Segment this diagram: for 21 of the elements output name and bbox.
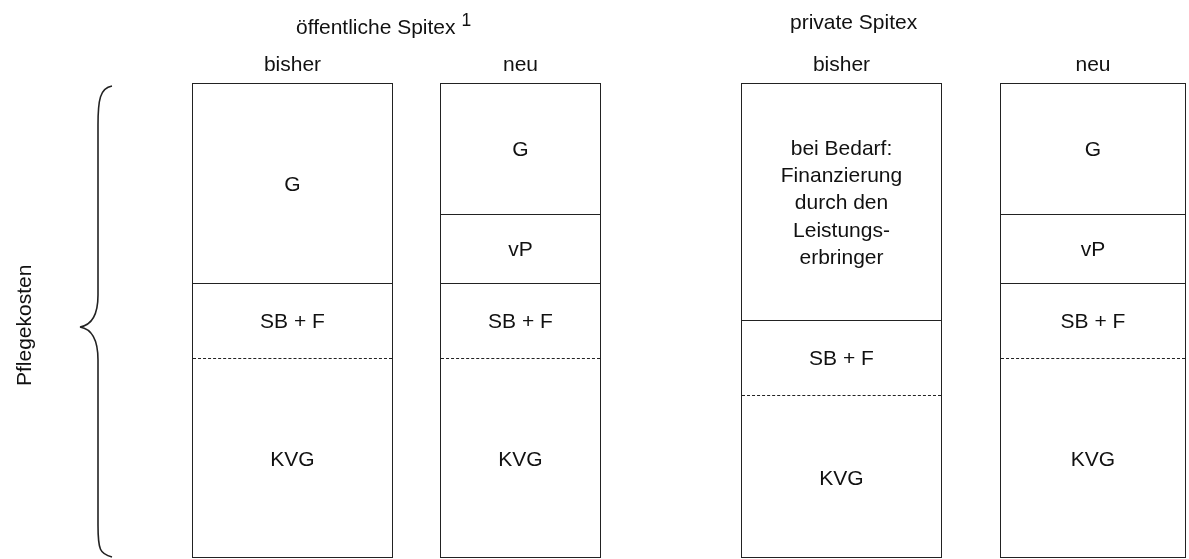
segment-label: bei Bedarf: Finanzierung durch den Leistungs- erbringer — [779, 134, 904, 270]
segment-label: SB + F — [808, 345, 875, 372]
segment-label: G — [511, 136, 530, 163]
group-heading: öffentliche Spitex $^{1}$ — [296, 10, 472, 39]
segment-label: G — [283, 170, 302, 197]
column-heading: neu — [1074, 52, 1112, 76]
segment-label: vP — [507, 236, 534, 263]
segment-label: vP — [1079, 236, 1107, 263]
group-heading: private Spitex — [790, 10, 918, 34]
column-heading: bisher — [262, 52, 323, 76]
axis-label: Pflegekosten — [12, 264, 36, 386]
segment-label: KVG — [1069, 446, 1117, 473]
segment-label: SB + F — [259, 308, 326, 335]
segment-label: KVG — [497, 446, 544, 473]
segment-label: G — [1083, 136, 1103, 163]
column-heading: bisher — [811, 52, 872, 76]
column-heading: neu — [501, 52, 539, 76]
segment-label: SB + F — [487, 308, 554, 335]
segment-label: SB + F — [1059, 308, 1127, 335]
segment-label: KVG — [818, 464, 865, 491]
segment-label: KVG — [269, 446, 316, 473]
